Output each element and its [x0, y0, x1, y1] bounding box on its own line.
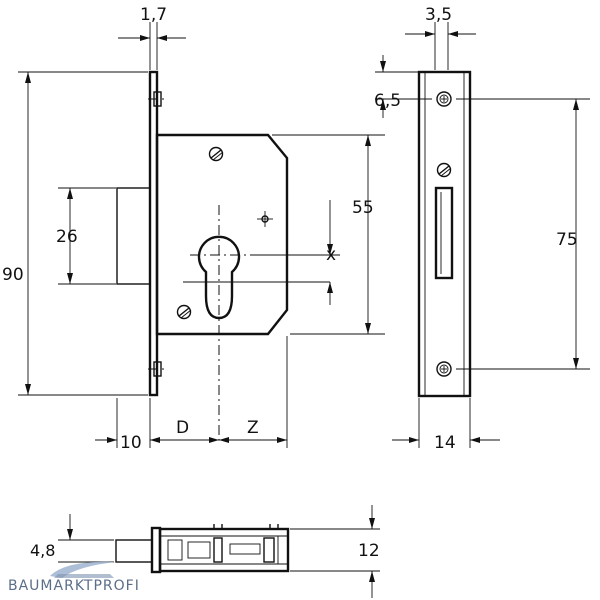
dim-case-height: 55 — [352, 198, 374, 218]
pivot-mark-icon — [257, 211, 273, 227]
side-view: 3,5 6,5 75 14 — [374, 5, 590, 453]
watermark-logo: BAUMARKTPROFI — [6, 556, 196, 598]
dim-bolt-protrusion: 10 — [120, 433, 142, 453]
dim-plate-width: 14 — [434, 433, 456, 453]
bolt — [116, 187, 151, 285]
dim-case-depth: 12 — [358, 541, 380, 561]
dim-screw-offset: 6,5 — [374, 91, 401, 111]
watermark-text: BAUMARKTPROFI — [8, 578, 140, 594]
dim-backset: D — [176, 418, 189, 438]
bottom-view: 12 4,8 — [30, 505, 380, 598]
faceplate-screw-bottom — [148, 361, 166, 377]
dim-center-distance: Z — [247, 418, 259, 438]
side-faceplate — [417, 70, 472, 398]
front-view: 1,7 90 26 55 x — [2, 5, 385, 453]
bolt-slot — [434, 186, 454, 280]
faceplate-screw-top — [148, 91, 166, 107]
dim-cylinder-offset: x — [326, 245, 336, 265]
logo-swoosh-icon — [50, 561, 116, 578]
cylinder-keyhole — [197, 235, 241, 320]
dim-screw-spacing: 75 — [556, 230, 578, 250]
case-screw-bottom-icon — [176, 304, 192, 320]
lock-case — [155, 133, 289, 336]
dim-bolt-throw: 4,8 — [30, 541, 55, 560]
dim-total-height: 90 — [2, 265, 24, 285]
side-screw-bottom-icon — [436, 361, 452, 377]
dim-bolt-height: 26 — [56, 227, 78, 247]
side-screw-top-icon — [436, 91, 452, 107]
dim-plate-thickness: 1,7 — [140, 5, 167, 25]
side-screw-mid-icon — [436, 162, 452, 178]
case-screw-top-icon — [208, 146, 224, 162]
dim-faceplate-width: 3,5 — [425, 5, 452, 25]
